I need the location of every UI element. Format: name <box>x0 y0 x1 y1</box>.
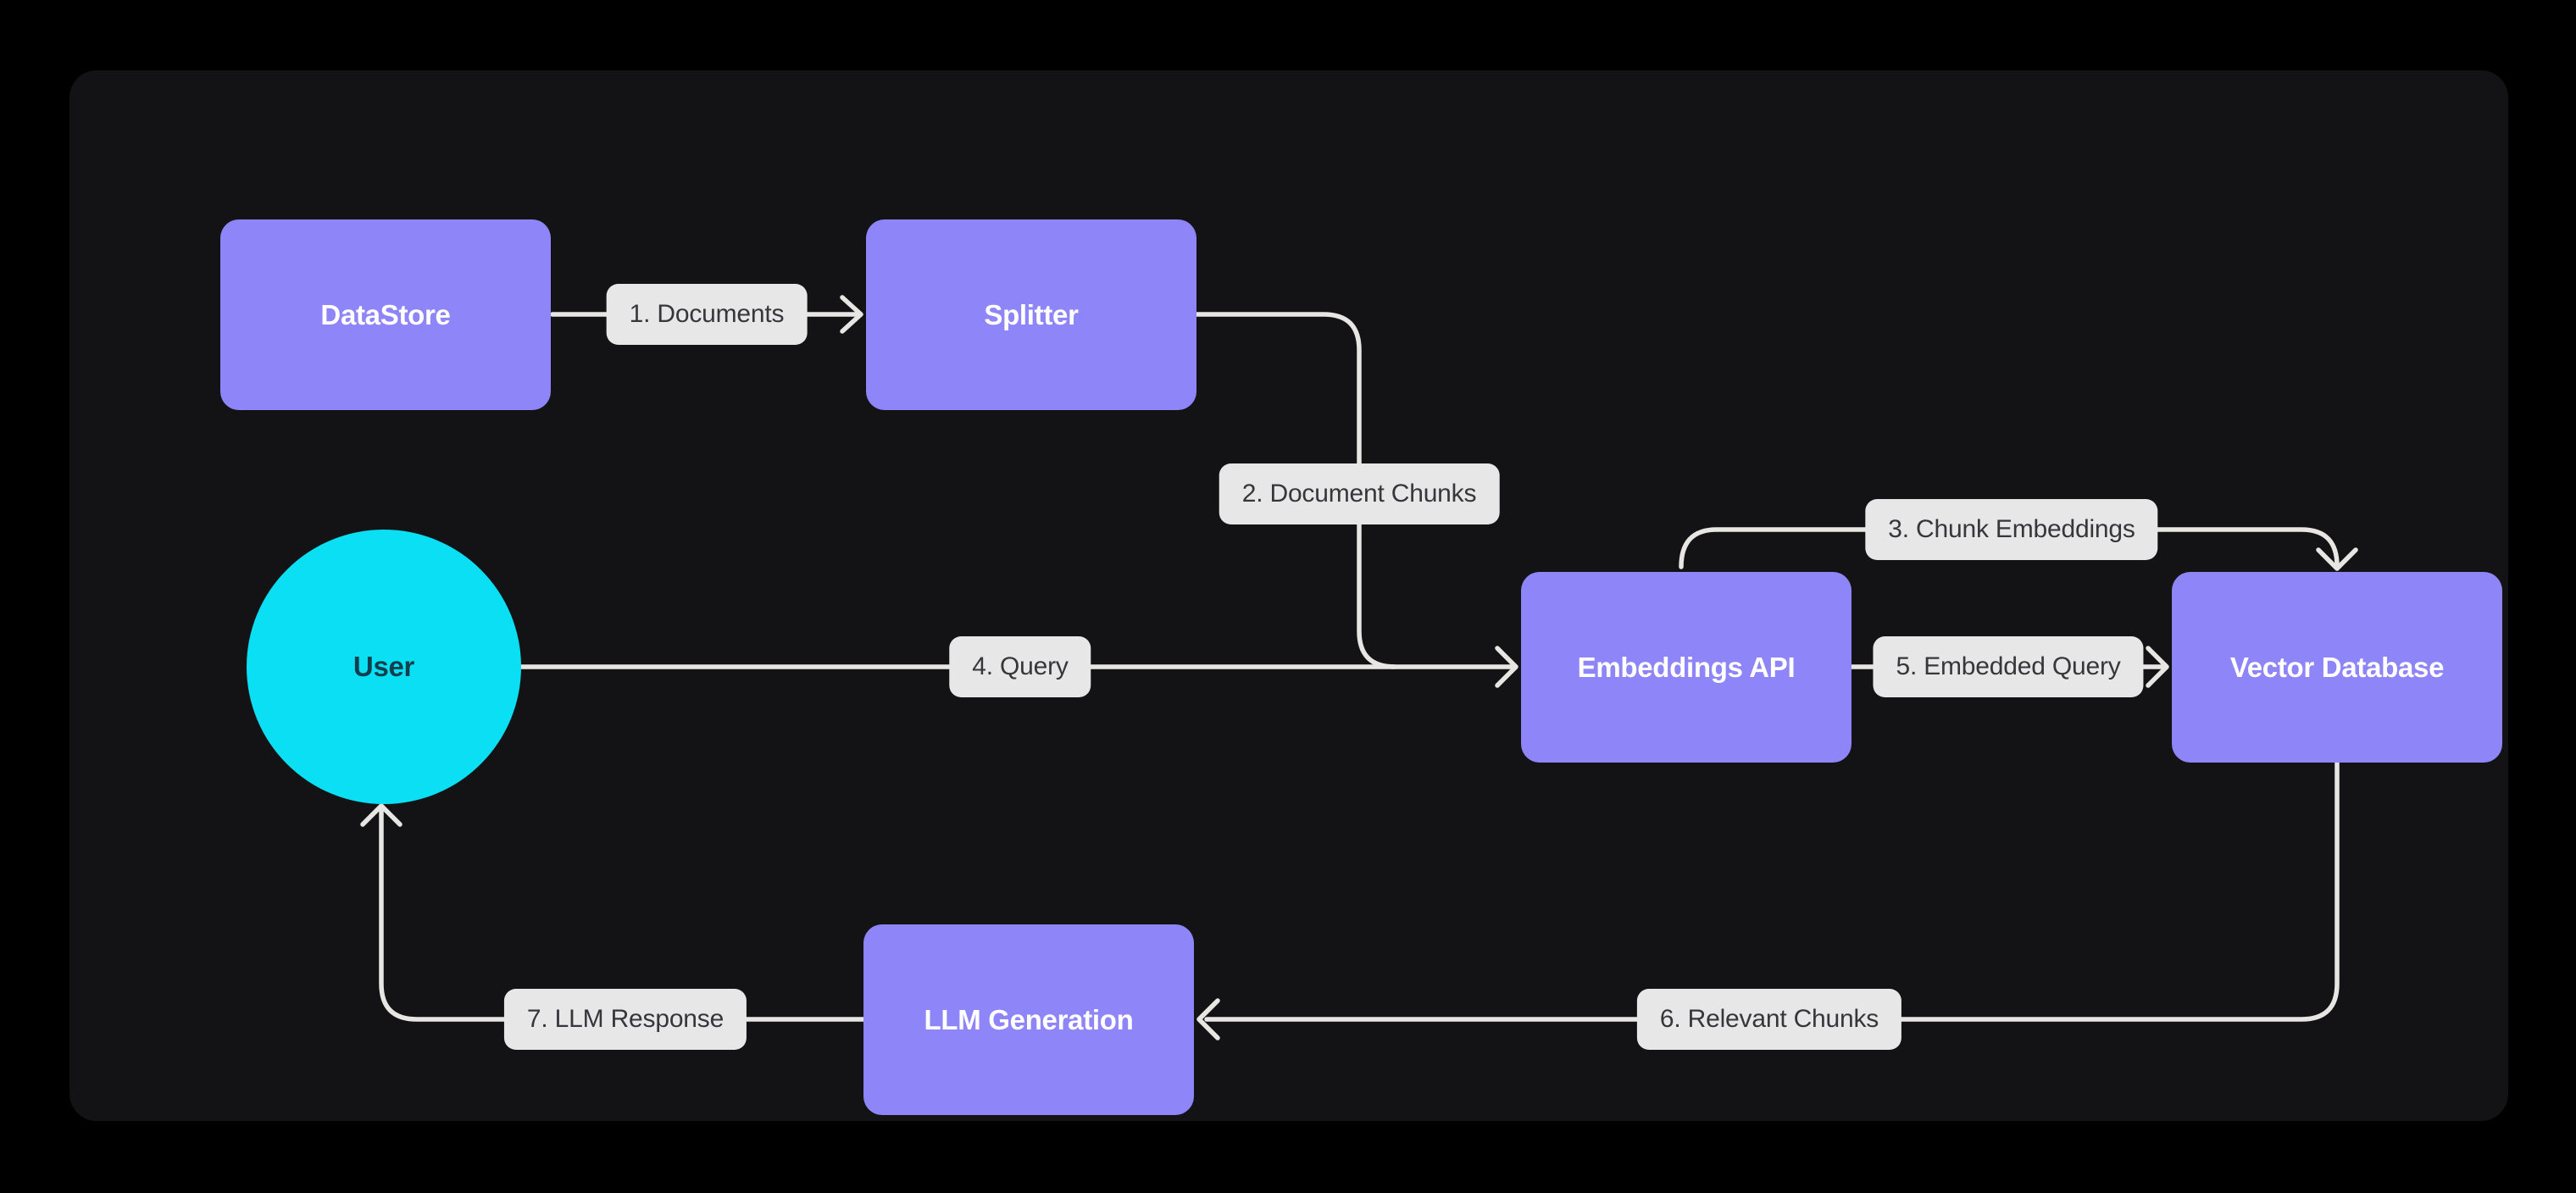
edge-relevant-chunks-line <box>1204 760 2340 1022</box>
edge-label-embedded-query-text: 5. Embedded Query <box>1896 652 2121 680</box>
edge-relevant-chunks-arrowhead-icon <box>1196 998 1220 1040</box>
node-llm-generation: LLM Generation <box>863 924 1194 1115</box>
edge-label-llm-response: 7. LLM Response <box>503 989 747 1050</box>
edge-query-arrowhead-icon <box>1495 646 1518 688</box>
edge-label-document-chunks-text: 2. Document Chunks <box>1241 480 1477 508</box>
edge-documents-arrowhead-icon <box>840 295 863 334</box>
edge-document-chunks-line <box>1194 312 1397 669</box>
edge-llm-response-line <box>379 807 866 1022</box>
edge-embedded-query-arrowhead-icon <box>2146 646 2169 688</box>
edge-label-query: 4. Query <box>949 636 1091 697</box>
edge-label-embedded-query: 5. Embedded Query <box>1873 636 2144 697</box>
node-datastore: DataStore <box>220 219 551 410</box>
edge-label-chunk-embeddings-text: 3. Chunk Embeddings <box>1888 515 2135 543</box>
node-datastore-label: DataStore <box>320 298 451 330</box>
node-user-label: User <box>353 651 415 682</box>
node-user: User <box>247 530 521 804</box>
node-splitter-label: Splitter <box>984 298 1079 330</box>
edge-label-document-chunks: 2. Document Chunks <box>1219 463 1500 524</box>
diagram-panel: DataStore Splitter User Embeddings API V… <box>69 70 2508 1121</box>
edge-label-query-text: 4. Query <box>972 652 1069 680</box>
edge-llm-response-arrowhead-icon <box>360 803 402 827</box>
node-vector-database-label: Vector Database <box>2229 651 2445 683</box>
edge-label-relevant-chunks-text: 6. Relevant Chunks <box>1659 1005 1879 1033</box>
edge-label-chunk-embeddings: 3. Chunk Embeddings <box>1865 499 2158 560</box>
edge-label-documents-text: 1. Documents <box>629 300 785 328</box>
edge-label-relevant-chunks: 6. Relevant Chunks <box>1636 989 1902 1050</box>
node-llm-generation-label: LLM Generation <box>924 1003 1134 1035</box>
node-splitter: Splitter <box>866 219 1196 410</box>
node-embeddings-api: Embeddings API <box>1521 572 1852 763</box>
node-embeddings-api-label: Embeddings API <box>1577 651 1796 683</box>
edge-chunk-embeddings-arrowhead-icon <box>2316 547 2358 571</box>
edge-label-llm-response-text: 7. LLM Response <box>526 1005 724 1033</box>
edge-label-documents: 1. Documents <box>606 284 808 345</box>
node-vector-database: Vector Database <box>2172 572 2502 763</box>
